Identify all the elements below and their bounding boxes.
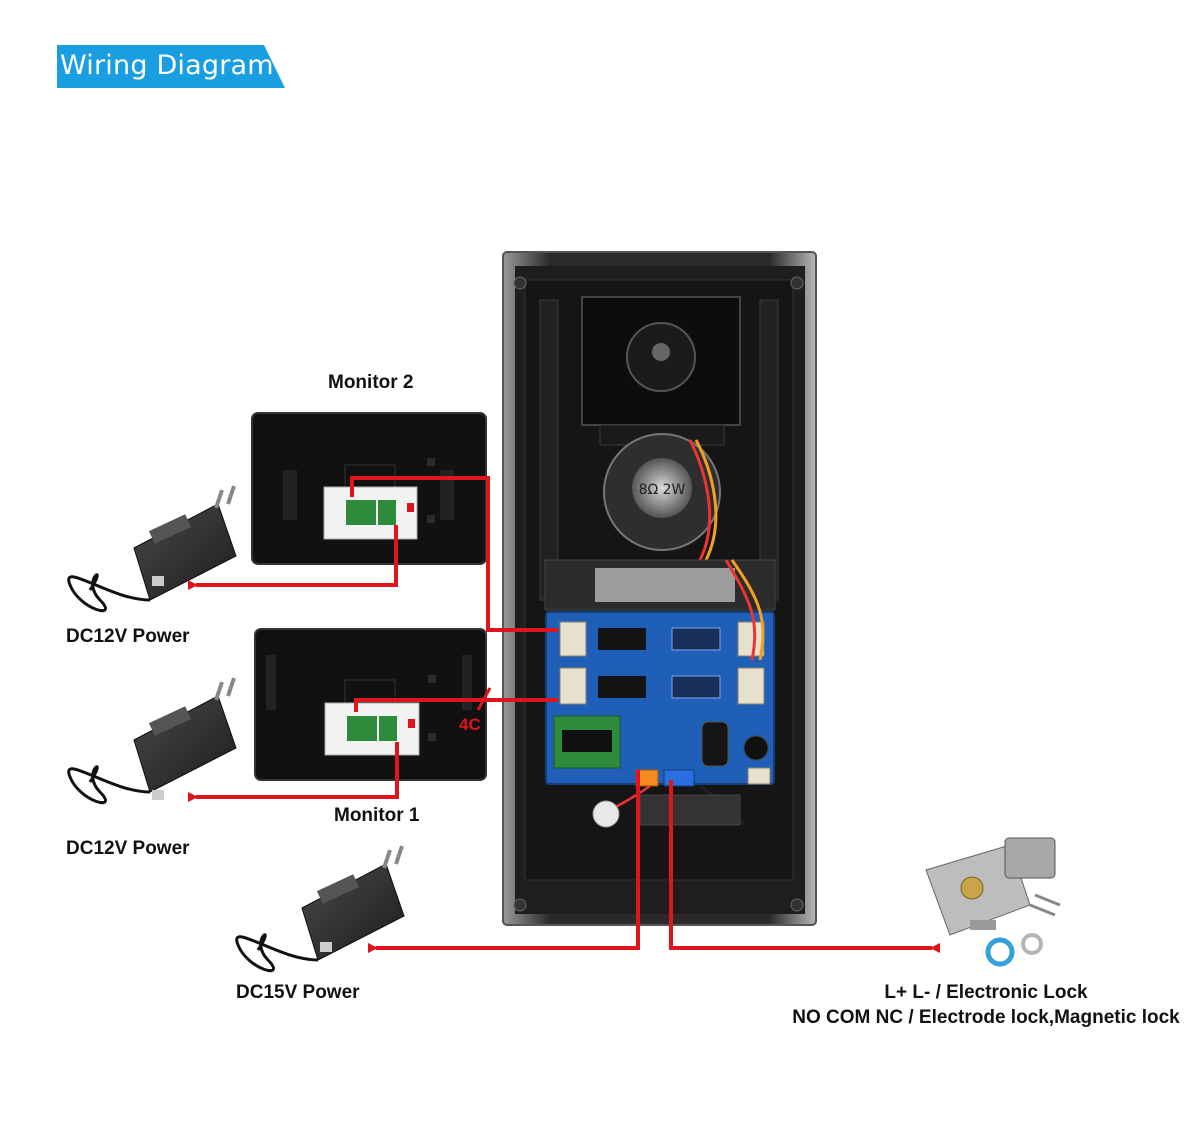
lock-label-line2: NO COM NC / Electrode lock,Magnetic lock — [792, 1007, 1180, 1028]
wiring — [188, 476, 940, 953]
power-label-outdoor: DC15V Power — [236, 982, 360, 1003]
speaker-rating: 8Ω 2W — [639, 482, 686, 498]
speaker: 8Ω 2W — [603, 433, 721, 561]
bottom-bay — [639, 794, 741, 826]
cable-slash — [476, 687, 492, 711]
cable-count-marker: 4C — [459, 715, 481, 734]
monitor2-label: Monitor 2 — [328, 372, 414, 393]
wire-monitor1-power — [188, 742, 399, 802]
lock-label-line1: L+ L- / Electronic Lock — [884, 982, 1088, 1003]
light-diffuser — [595, 568, 735, 602]
internal-wire — [730, 559, 765, 661]
wire-monitor2-to-panel — [350, 476, 558, 632]
monitor-2 — [251, 412, 487, 565]
wire-monitor1-to-panel — [354, 698, 558, 712]
power-label-monitor2: DC12V Power — [66, 626, 190, 647]
power-adapter-monitor1 — [67, 677, 237, 805]
electronic-lock — [925, 837, 1061, 967]
internal-wire — [724, 559, 757, 661]
wire-lock — [669, 780, 940, 953]
page-title: Wiring Diagram — [60, 50, 274, 81]
monitor1-label: Monitor 1 — [334, 805, 420, 826]
power-adapter-outdoor — [235, 845, 405, 973]
power-label-monitor1: DC12V Power — [66, 838, 190, 859]
main-pcb — [545, 611, 775, 787]
camera-module — [581, 296, 741, 446]
power-adapter-monitor2 — [67, 485, 237, 613]
wire-monitor2-power — [188, 525, 398, 590]
title-banner — [57, 45, 285, 88]
wire-outdoor-power — [368, 770, 640, 953]
monitor-1 — [254, 628, 487, 781]
mic-grommet — [592, 800, 620, 828]
